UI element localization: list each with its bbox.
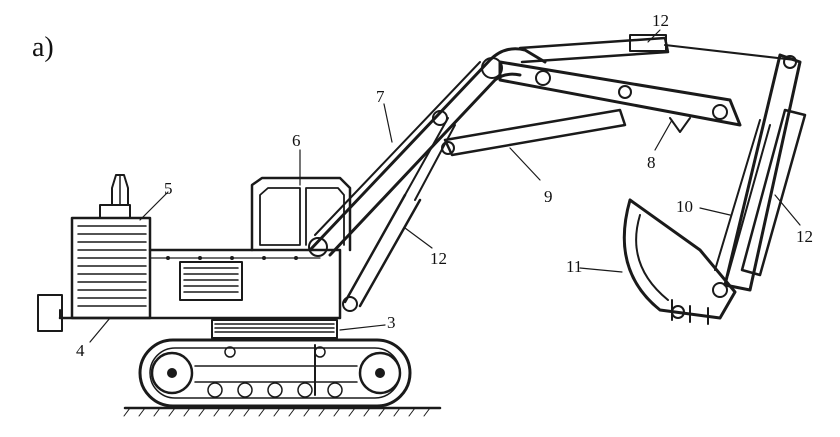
leader-lines: [89, 29, 801, 343]
callout-10: 10: [676, 197, 693, 216]
callout-12-top: 12: [652, 11, 669, 30]
boom: [308, 47, 547, 257]
callout-5: 5: [164, 179, 173, 198]
slewing-ring: [211, 319, 338, 339]
callout-8: 8: [647, 153, 656, 172]
bucket-cylinder: [740, 108, 807, 277]
boom-cylinder: [342, 117, 456, 312]
panel-label: a): [32, 32, 54, 63]
upper-structure: [37, 248, 342, 332]
callout-6: 6: [292, 131, 301, 150]
engine-housing: [70, 174, 152, 320]
stick-arm: [498, 60, 742, 133]
bucket: [622, 198, 737, 325]
ground: [123, 406, 442, 417]
callout-12-mid: 12: [430, 249, 447, 268]
callout-3: 3: [387, 313, 396, 332]
callout-7: 7: [376, 87, 385, 106]
crawler-track: [138, 338, 412, 408]
top-cylinder: [518, 34, 796, 64]
callout-11: 11: [566, 257, 583, 276]
dipper-link: [714, 53, 802, 292]
callout-9: 9: [544, 187, 553, 206]
callout-12-right: 12: [796, 227, 813, 246]
stick-cylinder: [441, 108, 627, 157]
callout-4: 4: [76, 341, 85, 360]
